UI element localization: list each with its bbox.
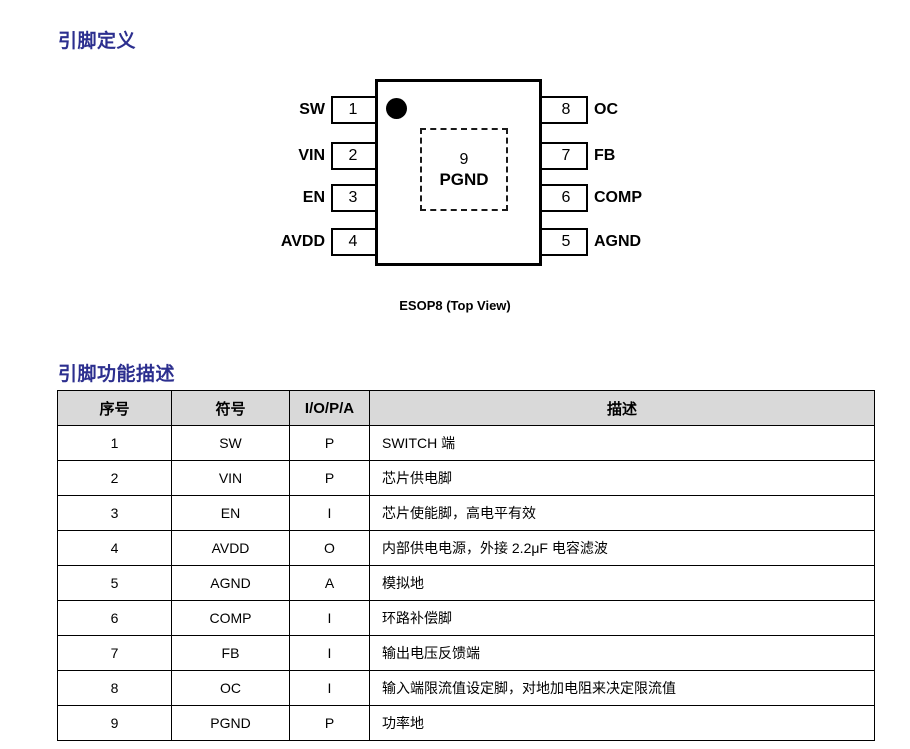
page-title-pin-function: 引脚功能描述	[58, 363, 176, 385]
table-row: 1 SW P SWITCH 端	[57, 425, 875, 461]
cell-io: O	[289, 530, 370, 566]
pin-label-fb: FB	[594, 147, 616, 164]
column-header-desc: 描述	[369, 390, 875, 426]
column-header-symbol: 符号	[171, 390, 290, 426]
cell-number: 6	[57, 600, 172, 636]
pin-number-8: 8	[561, 101, 571, 118]
cell-io: P	[289, 425, 370, 461]
pin-label-comp: COMP	[594, 189, 642, 206]
cell-number: 1	[57, 425, 172, 461]
page-title-pin-definition: 引脚定义	[58, 30, 137, 52]
cell-description: 芯片供电脚	[369, 460, 875, 496]
table-row: 2 VIN P 芯片供电脚	[57, 460, 875, 496]
pin-number-1: 1	[348, 101, 358, 118]
pin-label-oc: OC	[594, 101, 618, 118]
table-row: 5 AGND A 模拟地	[57, 565, 875, 601]
cell-number: 8	[57, 670, 172, 706]
cell-io: I	[289, 495, 370, 531]
cell-number: 3	[57, 495, 172, 531]
pin-label-avdd: AVDD	[280, 233, 325, 250]
pin-box-3: 3	[331, 184, 381, 212]
pin-number-6: 6	[561, 189, 571, 206]
cell-number: 2	[57, 460, 172, 496]
cell-io: P	[289, 460, 370, 496]
table-row: 8 OC I 输入端限流值设定脚，对地加电阻来决定限流值	[57, 670, 875, 706]
cell-description: 模拟地	[369, 565, 875, 601]
table-header-row: 序号 符号 I/O/P/A 描述	[57, 390, 875, 426]
table-row: 6 COMP I 环路补偿脚	[57, 600, 875, 636]
pin-box-2: 2	[331, 142, 381, 170]
thermal-pad-number: 9	[459, 150, 469, 168]
cell-symbol: AGND	[171, 565, 290, 601]
cell-number: 4	[57, 530, 172, 566]
cell-description: 功率地	[369, 705, 875, 741]
cell-symbol: FB	[171, 635, 290, 671]
cell-symbol: AVDD	[171, 530, 290, 566]
pin-label-agnd: AGND	[594, 233, 642, 250]
cell-description: 芯片使能脚，高电平有效	[369, 495, 875, 531]
pin-box-8: 8	[538, 96, 588, 124]
cell-io: I	[289, 635, 370, 671]
thermal-pad-label: PGND	[439, 169, 489, 189]
cell-symbol: PGND	[171, 705, 290, 741]
cell-description: 输出电压反馈端	[369, 635, 875, 671]
cell-symbol: COMP	[171, 600, 290, 636]
table-row: 3 EN I 芯片使能脚，高电平有效	[57, 495, 875, 531]
pin-label-vin: VIN	[298, 147, 325, 164]
cell-symbol: SW	[171, 425, 290, 461]
cell-number: 7	[57, 635, 172, 671]
cell-io: A	[289, 565, 370, 601]
cell-description: 输入端限流值设定脚，对地加电阻来决定限流值	[369, 670, 875, 706]
cell-symbol: EN	[171, 495, 290, 531]
pin-box-6: 6	[538, 184, 588, 212]
cell-description: 内部供电电源，外接 2.2μF 电容滤波	[369, 530, 875, 566]
pin-number-4: 4	[348, 233, 358, 250]
cell-io: P	[289, 705, 370, 741]
diagram-caption: ESOP8 (Top View)	[399, 298, 511, 313]
thermal-pad-pgnd: 9 PGND	[420, 128, 508, 211]
cell-number: 9	[57, 705, 172, 741]
table-row: 9 PGND P 功率地	[57, 705, 875, 741]
pin-number-5: 5	[561, 233, 571, 250]
cell-io: I	[289, 600, 370, 636]
pin-box-4: 4	[331, 228, 381, 256]
cell-symbol: OC	[171, 670, 290, 706]
cell-io: I	[289, 670, 370, 706]
pin-number-7: 7	[561, 147, 571, 164]
pin-label-sw: SW	[299, 101, 325, 118]
pin1-marker-dot	[386, 98, 407, 119]
table-row: 4 AVDD O 内部供电电源，外接 2.2μF 电容滤波	[57, 530, 875, 566]
pin-function-table: 序号 符号 I/O/P/A 描述 1 SW P SWITCH 端 2 VIN P…	[57, 390, 875, 741]
pin-label-en: EN	[302, 189, 325, 206]
cell-description: 环路补偿脚	[369, 600, 875, 636]
column-header-io: I/O/P/A	[289, 390, 370, 426]
pin-number-3: 3	[348, 189, 358, 206]
cell-number: 5	[57, 565, 172, 601]
pin-diagram: 9 PGND 1 2 3 4 8 7 6 5 SW VIN EN AVDD OC…	[0, 0, 910, 330]
cell-description: SWITCH 端	[369, 425, 875, 461]
column-header-number: 序号	[57, 390, 172, 426]
pin-box-1: 1	[331, 96, 381, 124]
pin-number-2: 2	[348, 147, 358, 164]
cell-symbol: VIN	[171, 460, 290, 496]
table-row: 7 FB I 输出电压反馈端	[57, 635, 875, 671]
pin-box-7: 7	[538, 142, 588, 170]
pin-box-5: 5	[538, 228, 588, 256]
